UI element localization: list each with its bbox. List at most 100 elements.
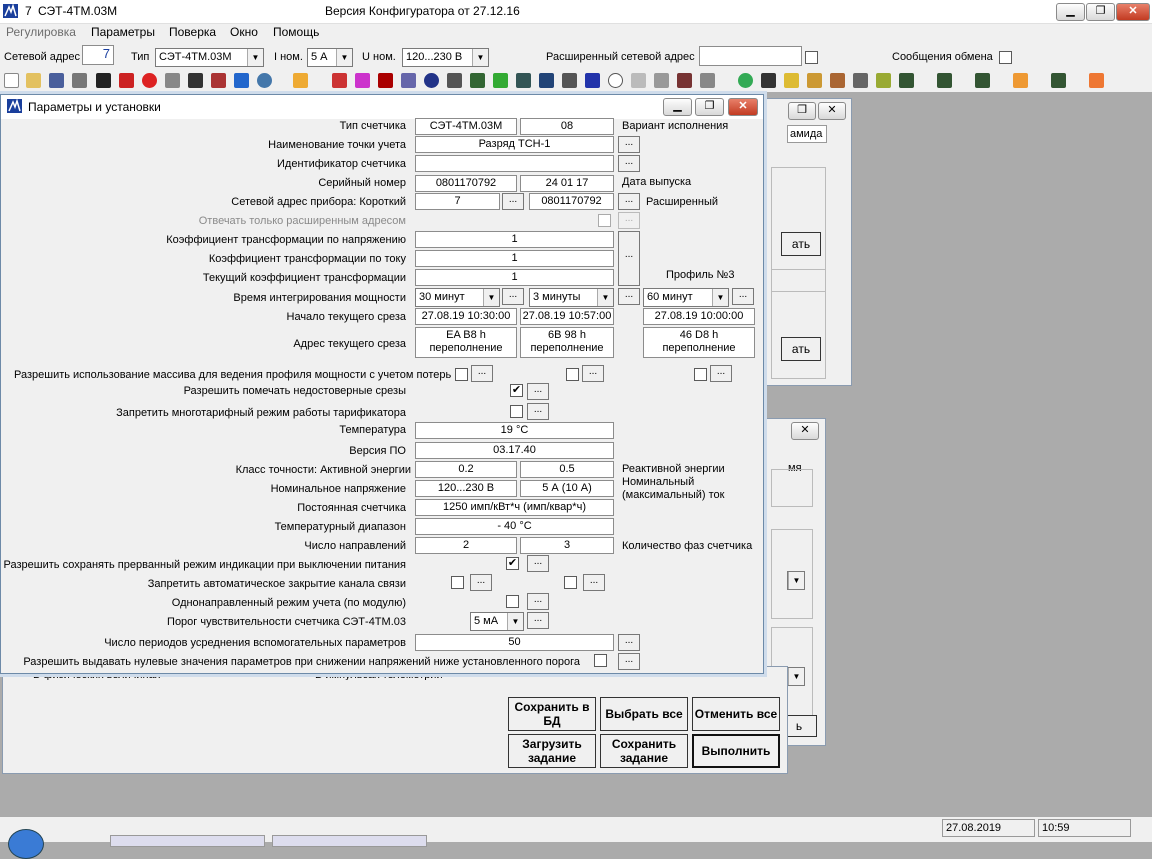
battery-icon[interactable] xyxy=(899,73,914,88)
inom-select[interactable]: 5 А▼ xyxy=(307,48,353,67)
search-icon[interactable] xyxy=(654,73,669,88)
menu-window[interactable]: Окно xyxy=(230,25,258,39)
check-icon[interactable] xyxy=(493,73,508,88)
text-icon[interactable] xyxy=(378,73,393,88)
ident-edit-button[interactable]: ... xyxy=(618,155,640,172)
close-icon[interactable]: ✕ xyxy=(791,422,819,440)
select-all-button[interactable]: Выбрать все xyxy=(600,697,688,731)
integ-button-2[interactable]: ... xyxy=(618,288,640,305)
mark-bad-button[interactable]: ... xyxy=(527,383,549,400)
menu-help[interactable]: Помощь xyxy=(273,25,320,39)
save-icon[interactable] xyxy=(49,73,64,88)
delta-icon[interactable] xyxy=(631,73,646,88)
connect-icon[interactable] xyxy=(96,73,111,88)
dialog-minimize-button[interactable]: ▁ xyxy=(663,98,692,116)
menu-verification[interactable]: Поверка xyxy=(169,25,217,39)
menu-regulation[interactable]: Регулировка xyxy=(6,25,76,39)
zero-values-checkbox[interactable] xyxy=(594,654,607,667)
exchange-messages-checkbox[interactable] xyxy=(999,51,1012,64)
battery3-icon[interactable] xyxy=(975,73,990,88)
multi-tariff-checkbox[interactable] xyxy=(510,405,523,418)
anchor-icon[interactable] xyxy=(539,73,554,88)
monitor-icon[interactable] xyxy=(562,73,577,88)
tab-program[interactable]: амида xyxy=(787,125,827,143)
close-icon[interactable]: ✕ xyxy=(818,102,846,120)
copy-icon[interactable] xyxy=(165,73,180,88)
battery4-icon[interactable] xyxy=(1051,73,1066,88)
unidir-checkbox[interactable] xyxy=(506,595,519,608)
auto-close-button-1[interactable]: ... xyxy=(470,574,492,591)
sun-icon[interactable] xyxy=(1013,73,1028,88)
clipboard-icon[interactable] xyxy=(784,73,799,88)
picture-icon[interactable] xyxy=(677,73,692,88)
open-folder-icon[interactable] xyxy=(26,73,41,88)
taskbar-item[interactable] xyxy=(272,835,427,847)
rotate-icon[interactable] xyxy=(807,73,822,88)
save-to-db-button[interactable]: Сохранить в БД xyxy=(508,697,596,731)
device-icon[interactable] xyxy=(188,73,203,88)
point-edit-button[interactable]: ... xyxy=(618,136,640,153)
sigma-icon[interactable] xyxy=(761,73,776,88)
dialog-close-button[interactable]: ✕ xyxy=(728,98,758,116)
calc-icon[interactable] xyxy=(447,73,462,88)
avg-periods-button[interactable]: ... xyxy=(618,634,640,651)
sensitivity-button[interactable]: ... xyxy=(527,612,549,629)
ident-input[interactable] xyxy=(415,155,614,172)
ext-only-button[interactable]: ... xyxy=(618,212,640,229)
table-icon[interactable] xyxy=(401,73,416,88)
profile-loss-checkbox-1[interactable] xyxy=(455,368,468,381)
bg-button-1[interactable]: ать xyxy=(781,232,821,256)
meter-icon[interactable] xyxy=(119,73,134,88)
tools-icon[interactable] xyxy=(700,73,715,88)
bg-button-2[interactable]: ать xyxy=(781,337,821,361)
point-name-input[interactable]: Разряд ТСН-1 xyxy=(415,136,614,153)
integ-button-3[interactable]: ... xyxy=(732,288,754,305)
ext-address-button[interactable]: ... xyxy=(618,193,640,210)
zero-values-button[interactable]: ... xyxy=(618,653,640,670)
ext-address-input[interactable] xyxy=(699,46,802,66)
sensitivity-select[interactable]: 5 мА▼ xyxy=(470,612,524,631)
mark-bad-checkbox[interactable]: ✔ xyxy=(510,384,523,397)
print-icon[interactable] xyxy=(72,73,87,88)
profile-loss-checkbox-2[interactable] xyxy=(566,368,579,381)
ktu-input[interactable]: 1 xyxy=(415,231,614,248)
taskbar-item[interactable] xyxy=(110,835,265,847)
radio-telemetry[interactable]: В импульсах телеметрии xyxy=(315,672,443,680)
load-task-button[interactable]: Загрузить задание xyxy=(508,734,596,768)
radio-physical[interactable]: В физических величинах xyxy=(33,672,161,680)
kt-edit-button[interactable]: ... xyxy=(618,231,640,286)
palette-icon[interactable] xyxy=(738,73,753,88)
integ-select-1[interactable]: 30 минут▼ xyxy=(415,288,500,307)
profile-loss-button-3[interactable]: ... xyxy=(710,365,732,382)
flag-icon[interactable] xyxy=(585,73,600,88)
auto-close-checkbox-2[interactable] xyxy=(564,576,577,589)
eye-icon[interactable] xyxy=(516,73,531,88)
deselect-all-button[interactable]: Отменить все xyxy=(692,697,780,731)
battery2-icon[interactable] xyxy=(937,73,952,88)
unidir-button[interactable]: ... xyxy=(527,593,549,610)
lamp-icon[interactable] xyxy=(293,73,308,88)
ext-only-checkbox[interactable] xyxy=(598,214,611,227)
save-task-button[interactable]: Сохранить задание xyxy=(600,734,688,768)
info-icon[interactable] xyxy=(424,73,439,88)
menu-parameters[interactable]: Параметры xyxy=(91,25,155,39)
wand-icon[interactable] xyxy=(830,73,845,88)
auto-close-checkbox-1[interactable] xyxy=(451,576,464,589)
profile-loss-button-1[interactable]: ... xyxy=(471,365,493,382)
type-select[interactable]: СЭТ-4ТМ.03М▼ xyxy=(155,48,264,67)
ext-address-checkbox[interactable] xyxy=(805,51,818,64)
cmd-icon[interactable] xyxy=(876,73,891,88)
clock-icon[interactable] xyxy=(211,73,226,88)
minimize-button[interactable]: ▁ xyxy=(1056,3,1085,21)
kti-input[interactable]: 1 xyxy=(415,250,614,267)
integ-button-1[interactable]: ... xyxy=(502,288,524,305)
timer-icon[interactable] xyxy=(608,73,623,88)
multi-tariff-button[interactable]: ... xyxy=(527,403,549,420)
auto-close-button-2[interactable]: ... xyxy=(583,574,605,591)
profile-loss-checkbox-3[interactable] xyxy=(694,368,707,381)
short-address-button[interactable]: ... xyxy=(502,193,524,210)
unom-select[interactable]: 120...230 В▼ xyxy=(402,48,489,67)
colors-icon[interactable] xyxy=(355,73,370,88)
dialog-restore-button[interactable]: ❐ xyxy=(695,98,724,116)
net-address-input[interactable]: 7 xyxy=(82,45,114,65)
